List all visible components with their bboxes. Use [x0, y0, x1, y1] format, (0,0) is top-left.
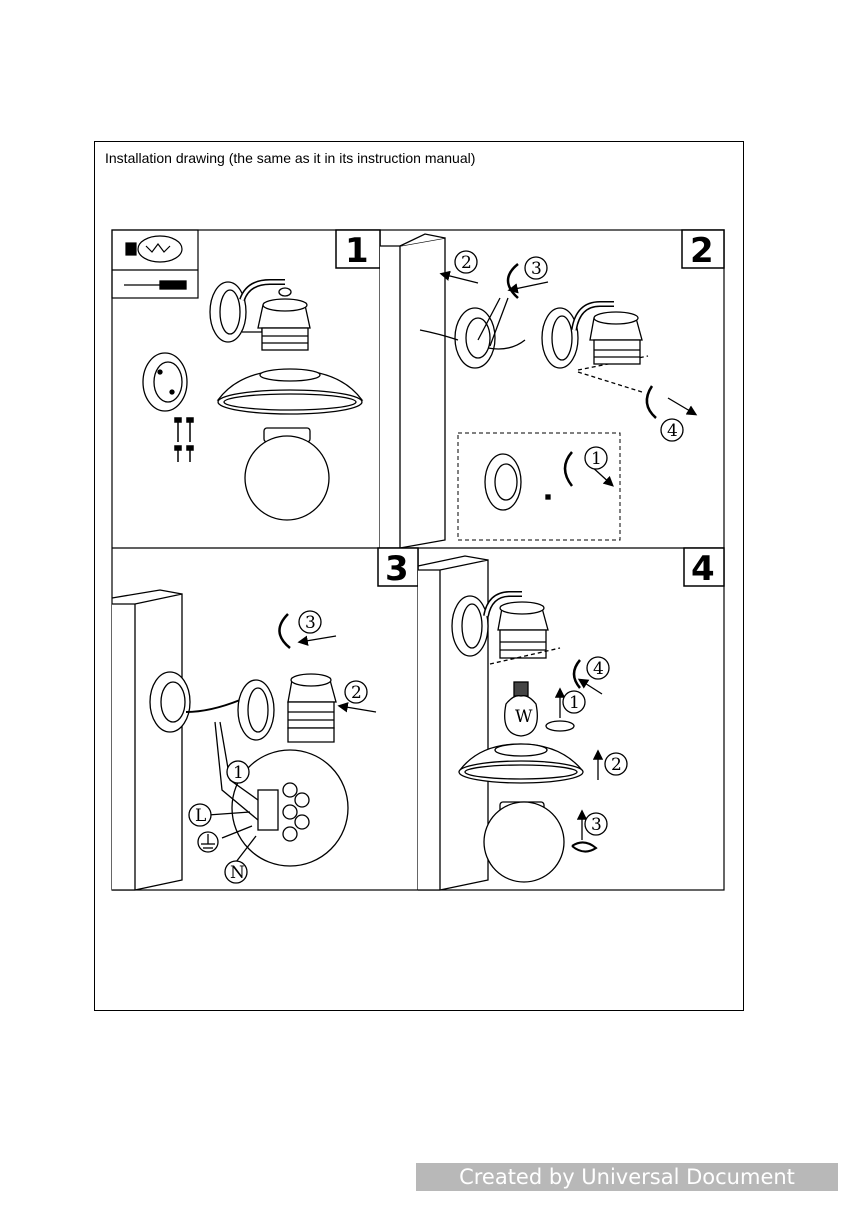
- callout-2-c: 4: [667, 421, 678, 441]
- panel-step-3: 3: [111, 547, 419, 891]
- mounting-plate-3: [149, 671, 241, 733]
- earth-symbol-3: [197, 831, 219, 853]
- step-number-box: [683, 547, 725, 587]
- glass-globe-1: [244, 427, 330, 521]
- step-number-box: [335, 229, 381, 269]
- tools-box: [111, 229, 199, 299]
- lamp-shade-4: [458, 743, 584, 784]
- lamp-ring-4: [545, 720, 575, 732]
- callout-3-b: 2: [351, 683, 362, 703]
- step-number-box: [377, 547, 419, 587]
- arrows-2: [439, 270, 698, 487]
- light-bulb-icon: [125, 235, 183, 263]
- step-number-2: 2: [690, 231, 714, 271]
- callouts-4: [562, 656, 628, 836]
- detail-inset-2: [457, 432, 621, 541]
- converter-watermark: Created by Universal Document Converter: [416, 1163, 838, 1217]
- arrows-4: [489, 647, 604, 840]
- bulb-label: W: [515, 707, 533, 727]
- callout-2-a: 2: [461, 253, 472, 273]
- step-number-box: [681, 229, 725, 269]
- lamp-shade-1: [216, 368, 364, 415]
- screwdriver-icon: [124, 280, 187, 290]
- callout-4-d: 3: [591, 815, 602, 835]
- retaining-clip-3: [278, 613, 291, 649]
- callouts-3: [188, 610, 368, 884]
- step-number-1: 1: [345, 231, 369, 271]
- callout-4-c: 2: [611, 755, 622, 775]
- document-caption: Installation drawing (the same as it in …: [105, 150, 476, 166]
- callouts-2: [454, 250, 684, 470]
- step-number-4: 4: [691, 549, 715, 589]
- document-frame: [94, 141, 744, 1011]
- step-number-3: 3: [385, 549, 409, 589]
- callout-2-d: 1: [591, 449, 602, 469]
- wall-2: [380, 233, 446, 549]
- lamp-fitting-1: [209, 279, 311, 351]
- inset-plate-2: [484, 451, 574, 511]
- wall-3: [111, 589, 183, 891]
- callout-2-b: 3: [531, 259, 542, 279]
- panel-step-1: 1: [111, 229, 381, 521]
- panel-step-2: 2: [380, 229, 725, 549]
- arrows-3: [207, 635, 377, 863]
- callout-4-b: 1: [569, 693, 580, 713]
- screws-1: [174, 417, 194, 462]
- mounting-plate-1: [142, 352, 188, 412]
- panel-step-4: 4 W: [417, 547, 725, 891]
- lamp-fitting-4: [451, 591, 549, 659]
- callout-3-a: 3: [305, 613, 316, 633]
- retaining-clip-bottom-4: [571, 841, 598, 853]
- callout-4-a: 4: [593, 659, 604, 679]
- retaining-clip-4: [572, 659, 581, 689]
- wiring-label-neutral: N: [230, 863, 245, 883]
- lamp-fitting-3: [237, 673, 337, 743]
- lamp-fitting-2: [541, 301, 643, 369]
- glass-globe-4: [483, 801, 565, 883]
- callout-3-c: 1: [233, 763, 244, 783]
- light-bulb-4: [504, 681, 538, 737]
- retaining-clips-2: [506, 263, 657, 419]
- wiring-detail-3: [214, 721, 349, 867]
- wiring-label-live: L: [195, 806, 206, 826]
